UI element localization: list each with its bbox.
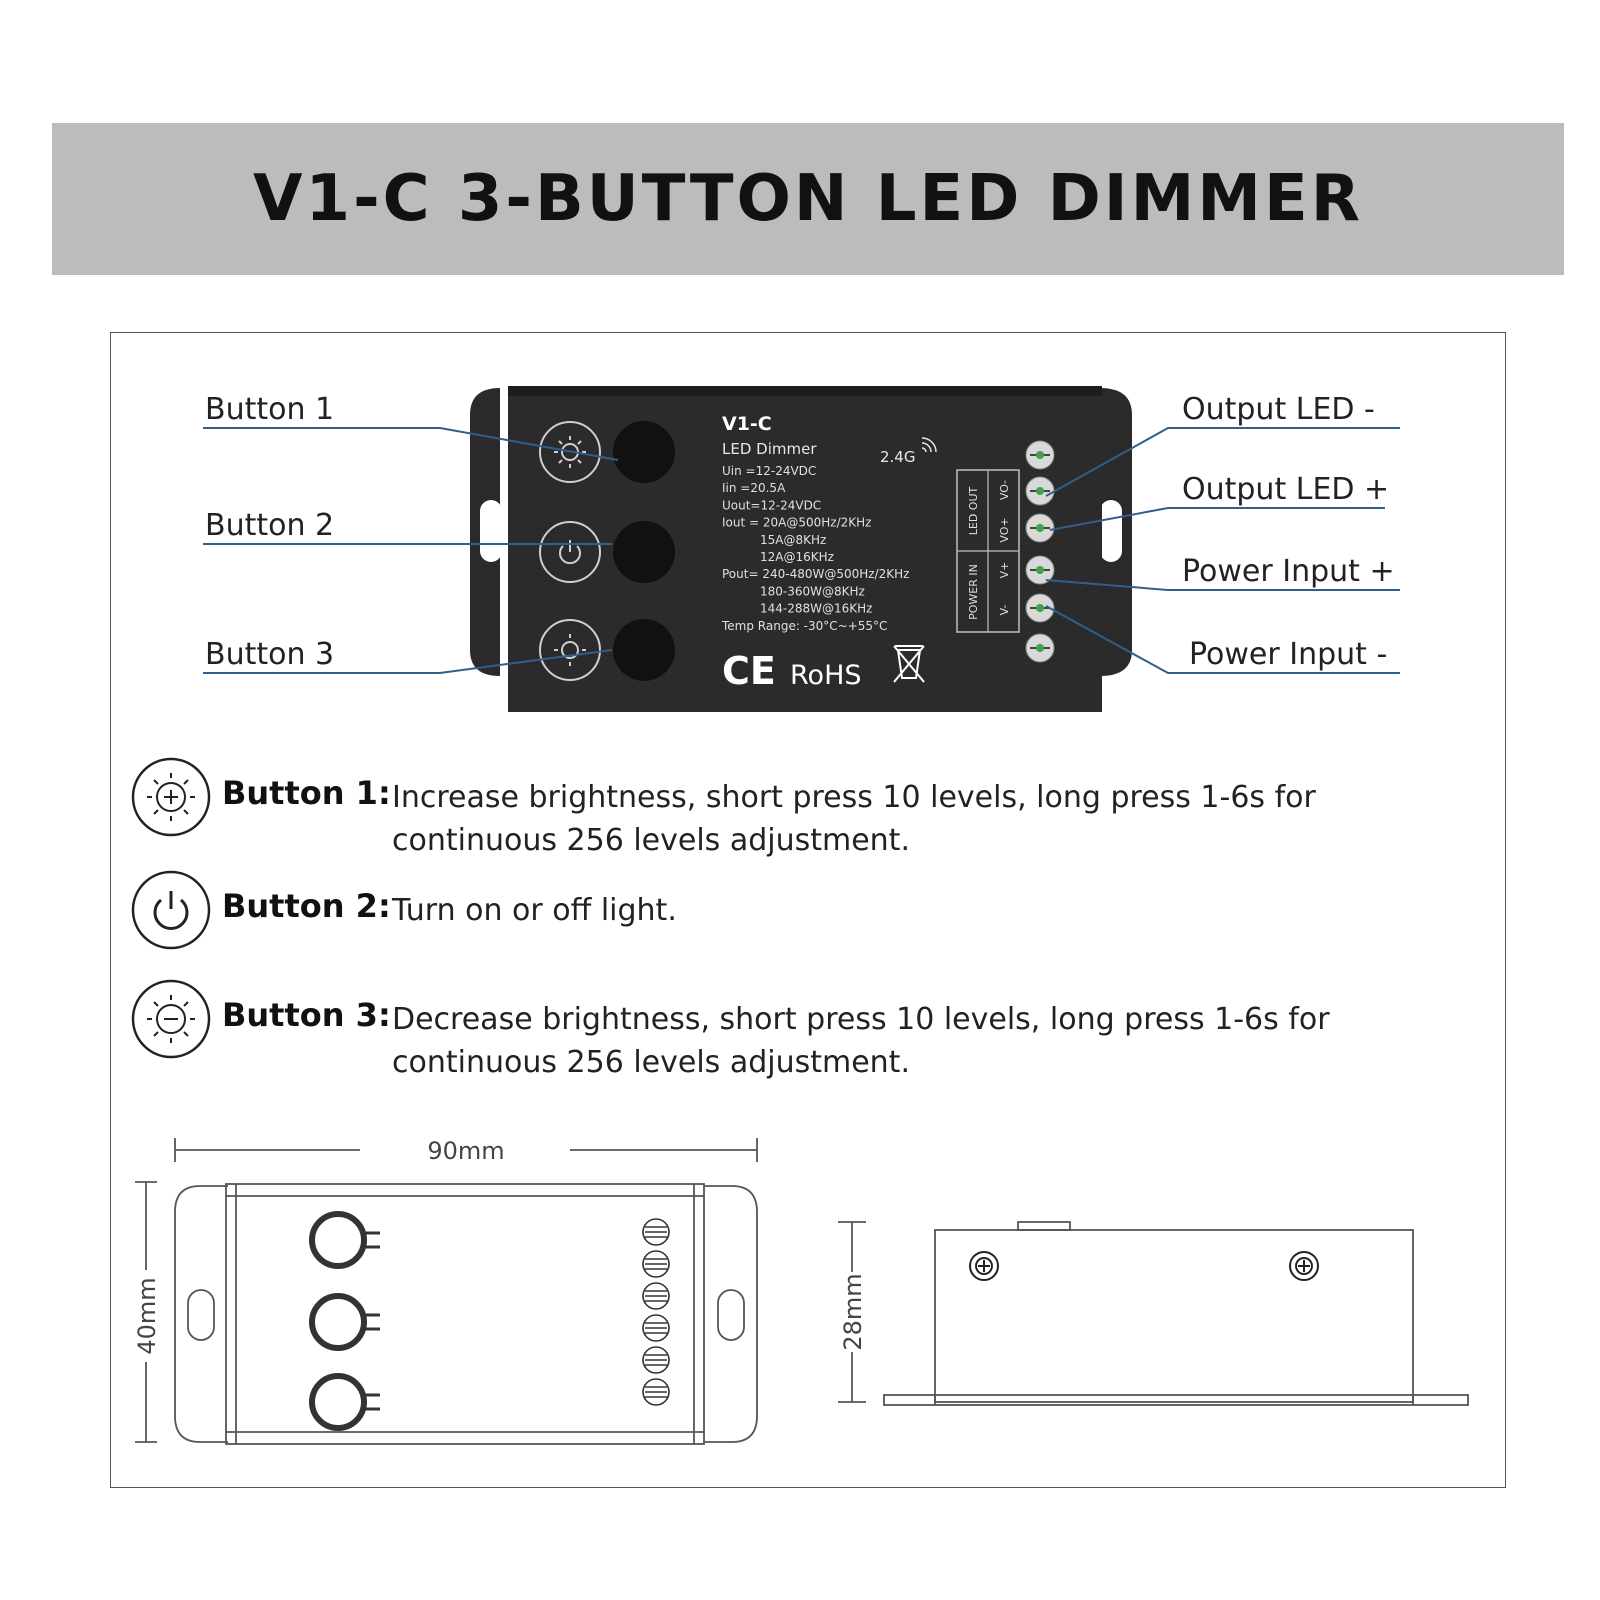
- top-view-terminal: [642, 1218, 670, 1246]
- diagram-frame: [110, 332, 1506, 1488]
- page-title: V1-C 3-BUTTON LED DIMMER: [253, 162, 1363, 236]
- device-spec-line: Pout= 240-480W@500Hz/2KHz: [722, 567, 909, 581]
- top-view-drawing: [135, 1138, 758, 1445]
- button-3-description: Decrease brightness, short press 10 leve…: [392, 1002, 1330, 1080]
- screw-icon: [1289, 1251, 1319, 1281]
- top-view-terminal: [642, 1282, 670, 1310]
- button-3-label: Button 3:: [222, 996, 391, 1034]
- callout-output-led-minus: Output LED -: [1182, 392, 1375, 427]
- left-mounting-slot: [480, 500, 502, 562]
- terminal-group-in-label: POWER IN: [967, 564, 980, 620]
- device-button-1: [539, 421, 601, 483]
- screw-icon: [969, 1251, 999, 1281]
- terminal-label: V+: [998, 562, 1011, 579]
- callout-button-2: Button 2: [205, 508, 335, 543]
- terminal-label: VO+: [998, 517, 1011, 542]
- device-spec-line: 12A@16KHz: [760, 550, 834, 564]
- right-mounting-slot: [1100, 500, 1122, 562]
- callout-button-3: Button 3: [205, 637, 335, 672]
- top-view-button: [309, 1211, 380, 1269]
- title-banner: V1-C 3-BUTTON LED DIMMER: [52, 123, 1564, 275]
- rohs-mark: RoHS: [790, 660, 862, 691]
- top-view-terminal: [642, 1346, 670, 1374]
- top-view-button: [309, 1293, 380, 1351]
- terminal-label: V-: [998, 605, 1011, 616]
- top-view-button: [309, 1373, 380, 1431]
- device-body: [508, 386, 1102, 712]
- depth-dimension: 28mm: [839, 1273, 867, 1350]
- brightness-up-icon: [131, 757, 211, 837]
- device-spec-line: 144-288W@16KHz: [760, 602, 872, 616]
- leader-lines: [203, 427, 1400, 674]
- wireless-icon: [921, 437, 937, 453]
- device-spec-line: Temp Range: -30°C~+55°C: [721, 619, 887, 633]
- top-view-terminal: [642, 1314, 670, 1342]
- device-spec-line: Iin =20.5A: [722, 481, 786, 495]
- callout-output-led-plus: Output LED +: [1182, 472, 1390, 507]
- device-spec-line: 15A@8KHz: [760, 533, 826, 547]
- callout-power-input-plus: Power Input +: [1182, 554, 1395, 589]
- width-dimension: 90mm: [427, 1137, 504, 1165]
- device-spec-line: Uout=12-24VDC: [722, 498, 821, 512]
- device-freq: 2.4G: [880, 448, 915, 466]
- callout-power-input-minus: Power Input -: [1189, 637, 1388, 672]
- button-3-row: Button 3: Decrease brightness, short pre…: [130, 978, 1470, 1080]
- device-spec-line: Uin =12-24VDC: [722, 464, 816, 478]
- device-button-2: [539, 521, 601, 583]
- power-icon: [131, 870, 211, 950]
- weee-bin-icon: [893, 645, 925, 683]
- button-2-description: Turn on or off light.: [392, 893, 677, 928]
- device-spec-line: 180-360W@8KHz: [760, 584, 865, 598]
- top-view-terminal: [642, 1250, 670, 1278]
- top-view-terminal: [642, 1378, 670, 1406]
- device-button-3: [539, 619, 601, 681]
- side-view-drawing: [838, 1221, 1469, 1406]
- terminal-group-out-label: LED OUT: [967, 486, 980, 535]
- callout-button-1: Button 1: [205, 392, 335, 427]
- device-knob-2: [613, 521, 675, 583]
- button-2-label: Button 2:: [222, 887, 391, 925]
- device-knob-1: [613, 421, 675, 483]
- brightness-down-icon: [131, 979, 211, 1059]
- terminal-label: VO-: [998, 480, 1011, 500]
- button-1-row: Button 1: Increase brightness, short pre…: [130, 756, 1470, 858]
- device-spec-line: Iout = 20A@500Hz/2KHz: [722, 516, 871, 530]
- button-1-label: Button 1:: [222, 774, 391, 812]
- height-dimension: 40mm: [133, 1277, 161, 1354]
- device-model: V1-C: [722, 413, 772, 435]
- ce-mark: CE: [722, 649, 776, 693]
- button-1-description: Increase brightness, short press 10 leve…: [392, 780, 1316, 858]
- button-2-row: Button 2: Turn on or off light.: [130, 869, 1470, 953]
- device-knob-3: [613, 619, 675, 681]
- device-subtitle: LED Dimmer: [722, 440, 817, 458]
